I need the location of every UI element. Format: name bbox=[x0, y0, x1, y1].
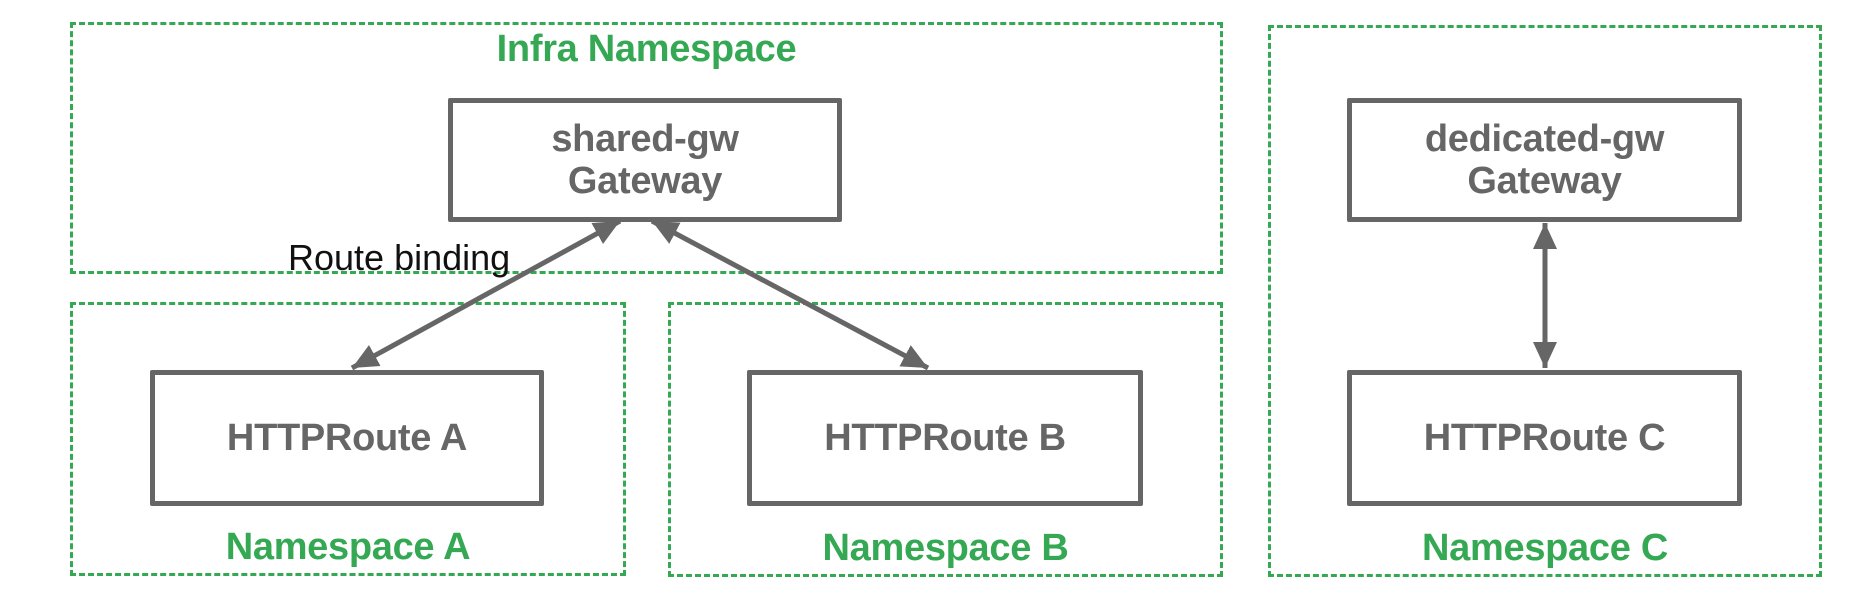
namespace-a-label: Namespace A bbox=[225, 526, 471, 568]
httproute-c-label: HTTPRoute C bbox=[1423, 417, 1666, 459]
httproute-a-label: HTTPRoute A bbox=[226, 417, 468, 459]
dedicated-gateway-type: Gateway bbox=[1467, 160, 1622, 202]
httproute-a-node: HTTPRoute A bbox=[150, 370, 544, 506]
shared-gateway-node: shared-gw Gateway bbox=[448, 98, 842, 222]
dedicated-gateway-name: dedicated-gw bbox=[1424, 118, 1665, 160]
namespace-b-box: Namespace B bbox=[668, 302, 1223, 577]
httproute-b-label: HTTPRoute B bbox=[824, 417, 1066, 459]
shared-gateway-name: shared-gw bbox=[551, 118, 739, 160]
route-binding-annotation: Route binding bbox=[288, 237, 511, 278]
dedicated-gateway-node: dedicated-gw Gateway bbox=[1347, 98, 1742, 222]
infra-namespace-box: Infra Namespace bbox=[70, 22, 1223, 274]
shared-gateway-type: Gateway bbox=[567, 160, 723, 202]
infra-namespace-label: Infra Namespace bbox=[496, 28, 797, 70]
namespace-c-label: Namespace C bbox=[1422, 527, 1668, 569]
namespace-b-label: Namespace B bbox=[822, 527, 1069, 569]
httproute-b-node: HTTPRoute B bbox=[747, 370, 1143, 506]
httproute-c-node: HTTPRoute C bbox=[1347, 370, 1742, 506]
namespace-a-box: Namespace A bbox=[70, 302, 626, 576]
namespace-c-box: Namespace C bbox=[1268, 25, 1822, 577]
